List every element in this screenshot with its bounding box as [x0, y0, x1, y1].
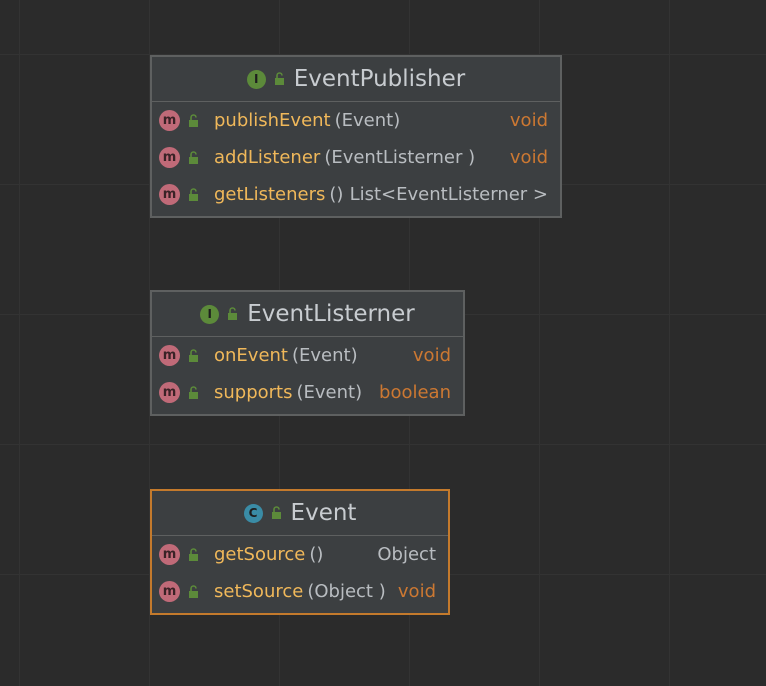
- method-icon: m: [159, 184, 180, 205]
- method-name: setSource: [214, 581, 304, 602]
- unlock-icon: [274, 72, 284, 85]
- method-icon: m: [159, 544, 180, 565]
- public-icon: [189, 187, 198, 201]
- method-params: (): [329, 184, 344, 205]
- method-name: publishEvent: [214, 110, 331, 131]
- class-node-event[interactable]: C Event m getSource () Object m setSourc…: [150, 489, 450, 615]
- interface-icon: I: [246, 69, 266, 89]
- method-params: (Event): [296, 382, 363, 403]
- method-name: addListener: [214, 147, 321, 168]
- public-icon: [189, 348, 198, 362]
- interface-icon: I: [200, 304, 220, 324]
- node-header: I EventListerner: [152, 292, 463, 337]
- node-title: EventPublisher: [293, 66, 466, 92]
- method-row[interactable]: m setSource (Object ) void: [152, 573, 448, 610]
- class-node-eventpublisher[interactable]: I EventPublisher m publishEvent (Event) …: [150, 55, 562, 218]
- return-type: List<EventListerner >: [349, 184, 548, 205]
- method-row[interactable]: m getListeners () List<EventListerner >: [152, 176, 560, 213]
- method-row[interactable]: m publishEvent (Event) void: [152, 102, 560, 139]
- public-icon: [189, 547, 198, 561]
- method-row[interactable]: m getSource () Object: [152, 536, 448, 573]
- method-row[interactable]: m supports (Event) boolean: [152, 374, 463, 411]
- method-icon: m: [159, 581, 180, 602]
- method-params: (Event): [334, 110, 401, 131]
- method-icon: m: [159, 382, 180, 403]
- method-icon: m: [159, 345, 180, 366]
- method-icon: m: [159, 110, 180, 131]
- method-row[interactable]: m onEvent (Event) void: [152, 337, 463, 374]
- return-type: boolean: [379, 382, 451, 403]
- method-name: getSource: [214, 544, 306, 565]
- method-params: (Object ): [307, 581, 386, 602]
- public-icon: [189, 385, 198, 399]
- public-icon: [189, 150, 198, 164]
- return-type: void: [412, 345, 451, 366]
- method-row[interactable]: m addListener (EventListerner ) void: [152, 139, 560, 176]
- node-header: C Event: [152, 491, 448, 536]
- method-params: (Event): [292, 345, 358, 366]
- unlock-icon: [271, 506, 281, 519]
- return-type: void: [509, 110, 548, 131]
- method-params: (): [309, 544, 324, 565]
- public-icon: [189, 584, 198, 598]
- node-header: I EventPublisher: [152, 57, 560, 102]
- method-icon: m: [159, 147, 180, 168]
- return-type: Object: [377, 544, 436, 565]
- method-name: getListeners: [214, 184, 326, 205]
- public-icon: [189, 113, 198, 127]
- method-name: supports: [214, 382, 293, 403]
- node-title: Event: [290, 500, 357, 526]
- class-node-eventlisterner[interactable]: I EventListerner m onEvent (Event) void …: [150, 290, 465, 416]
- node-title: EventListerner: [247, 301, 415, 327]
- method-name: onEvent: [214, 345, 288, 366]
- class-icon: C: [243, 503, 263, 523]
- return-type: void: [397, 581, 436, 602]
- return-type: void: [509, 147, 548, 168]
- method-params: (EventListerner ): [324, 147, 476, 168]
- unlock-icon: [228, 307, 238, 320]
